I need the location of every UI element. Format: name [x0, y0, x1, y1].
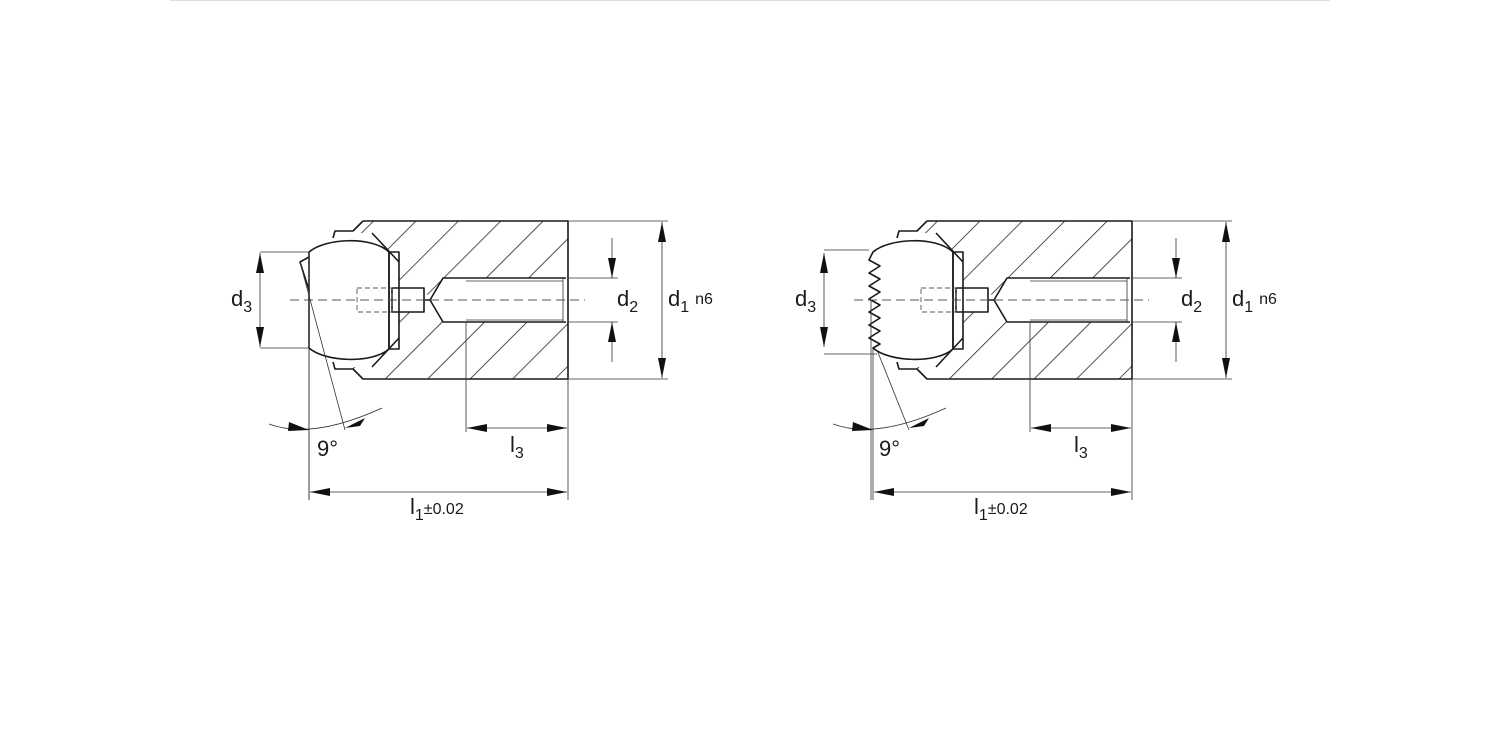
label-angle: 9° — [317, 436, 338, 461]
label-angle: 9° — [879, 436, 900, 461]
label-d3: d3 — [231, 286, 252, 316]
ball-extension-lines — [260, 251, 346, 500]
label-l3: l3 — [510, 432, 524, 462]
label-l1: l1±0.02 — [410, 494, 464, 524]
label-d3: d3 — [795, 286, 816, 316]
label-l1: l1±0.02 — [974, 494, 1028, 524]
ball-extension-lines — [824, 249, 910, 500]
label-d2: d2 — [1181, 286, 1202, 316]
label-l3: l3 — [1074, 432, 1088, 462]
label-d2: d2 — [617, 286, 638, 316]
